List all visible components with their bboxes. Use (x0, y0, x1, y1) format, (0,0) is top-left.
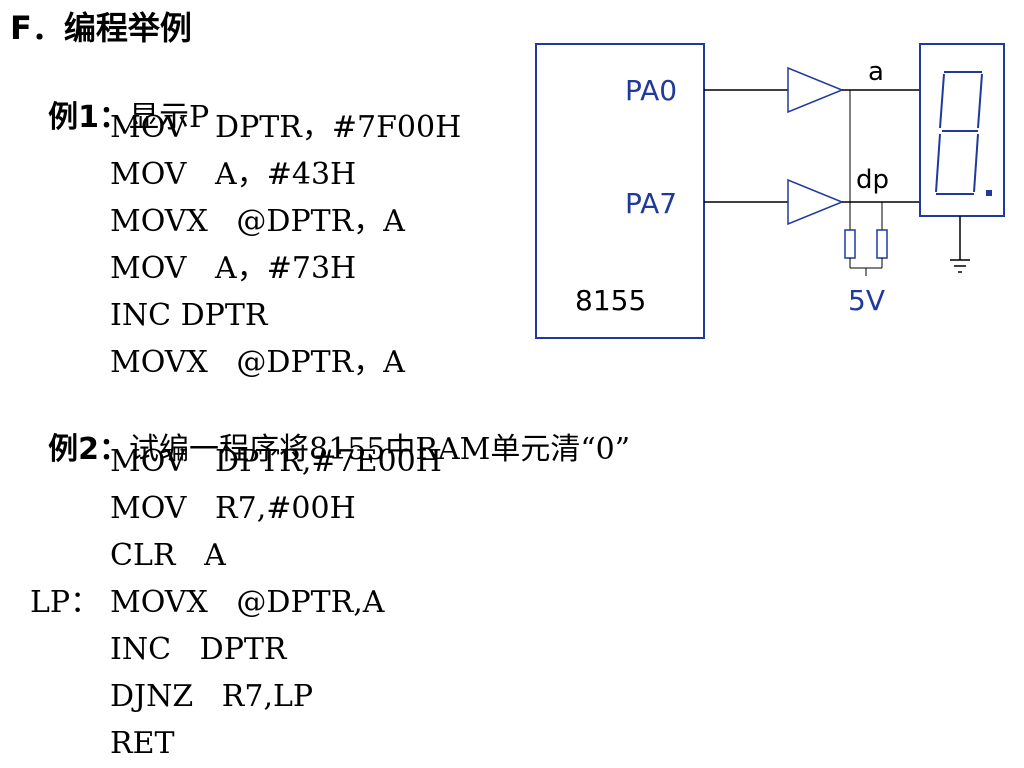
code-line: MOV DPTR,#7E00H (110, 444, 442, 479)
segment-dp-dot (986, 190, 992, 196)
resistor-a (844, 229, 856, 259)
example2-label: 例2： (48, 432, 130, 467)
code-line: MOV A，#73H (110, 251, 357, 286)
code-line: MOVX @DPTR，A (110, 204, 405, 239)
code-line: MOVX @DPTR，A (110, 345, 405, 380)
code-line: MOV R7,#00H (110, 491, 356, 526)
buffer-pa7 (787, 178, 844, 226)
example1-header: 例1：显示P (10, 58, 209, 178)
example1-label: 例1： (48, 100, 130, 135)
code-line: MOVX @DPTR,A (110, 585, 385, 620)
code-line: INC DPTR (110, 632, 287, 667)
segment-label-dp: dp (856, 165, 889, 195)
code-line: DJNZ R7,LP (110, 679, 314, 714)
circuit-svg: PA0 PA7 8155 a dp 5V (535, 43, 1005, 339)
section-title: F．编程举例 (10, 9, 192, 47)
code-label: LP： (30, 585, 101, 620)
pin-label-pa0: PA0 (625, 74, 677, 107)
example1-desc: 显示P (129, 100, 210, 135)
resistor-dp (876, 229, 888, 259)
circuit-diagram: PA0 PA7 8155 a dp 5V (530, 38, 1010, 352)
code-line: CLR A (110, 538, 226, 573)
chip-8155-box (535, 43, 705, 339)
segments (935, 71, 983, 195)
code-line: MOV A，#43H (110, 157, 357, 192)
supply-label: 5V (848, 284, 885, 317)
code-line: INC DPTR (110, 298, 268, 333)
chip-label: 8155 (575, 284, 646, 317)
example2-header: 例2：试编一程序将8155中RAM单元清“0” (10, 390, 630, 510)
code-line: RET (110, 726, 175, 761)
code-line: MOV DPTR，#7F00H (110, 110, 462, 145)
example2-desc: 试编一程序将8155中RAM单元清“0” (129, 432, 631, 467)
buffer-pa0 (787, 66, 844, 114)
segment-label-a: a (868, 57, 884, 87)
pin-label-pa7: PA7 (625, 187, 677, 220)
